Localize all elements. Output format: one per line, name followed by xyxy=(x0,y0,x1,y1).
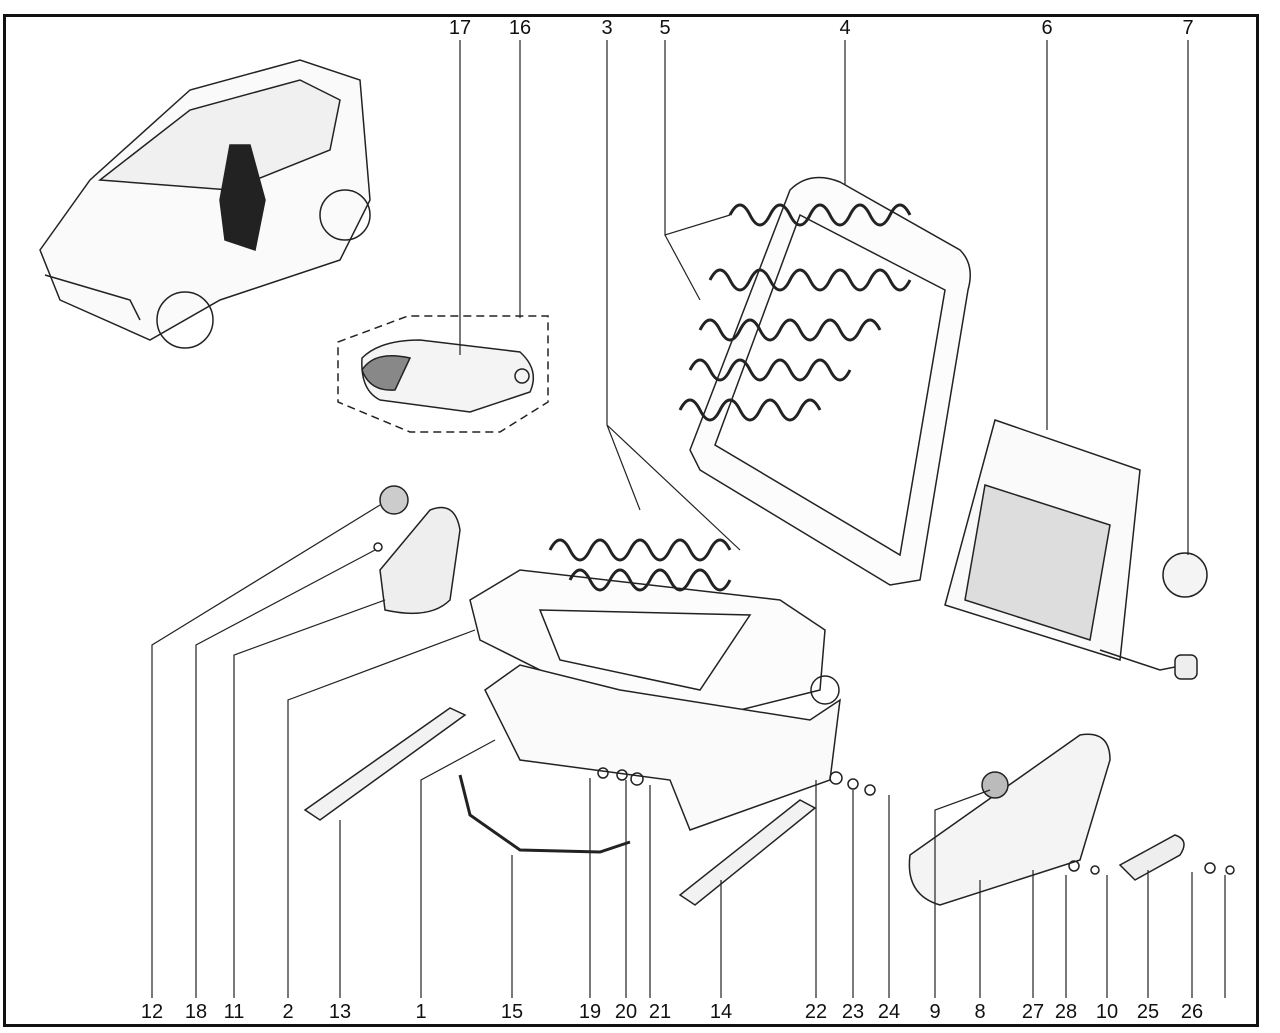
callout-25: 25 xyxy=(1136,1001,1160,1023)
part-8-side-cover xyxy=(908,733,1111,906)
part-10-lever xyxy=(1118,834,1185,881)
callout-10: 10 xyxy=(1095,1001,1119,1023)
fasteners xyxy=(597,767,1235,875)
callout-16: 16 xyxy=(508,17,532,39)
callout-17: 17 xyxy=(448,17,472,39)
part-14-rail xyxy=(678,799,817,906)
part-7-knob xyxy=(1162,552,1208,598)
part-15-bar xyxy=(458,774,631,854)
callout-15: 15 xyxy=(500,1001,524,1023)
callout-27: 27 xyxy=(1021,1001,1045,1023)
callout-23: 23 xyxy=(841,1001,865,1023)
callout-4: 4 xyxy=(839,17,851,39)
part-4-seatback-frame xyxy=(689,176,971,586)
part-11-cover xyxy=(379,506,461,615)
leader-lines xyxy=(151,40,1226,998)
callout-21: 21 xyxy=(648,1001,672,1023)
callout-19: 19 xyxy=(578,1001,602,1023)
callout-5: 5 xyxy=(659,17,671,39)
callout-7: 7 xyxy=(1182,17,1194,39)
part-12-knob xyxy=(379,485,409,515)
part-2-3-cushion-frame xyxy=(469,538,826,721)
callout-13: 13 xyxy=(328,1001,352,1023)
callout-1: 1 xyxy=(415,1001,427,1023)
part-1-base-frame xyxy=(484,664,841,831)
callout-11: 11 xyxy=(223,1001,245,1023)
callout-3: 3 xyxy=(601,17,613,39)
callout-28: 28 xyxy=(1054,1001,1078,1023)
callout-24: 24 xyxy=(877,1001,901,1023)
part-6-heating-mat xyxy=(944,419,1198,680)
callout-9: 9 xyxy=(929,1001,941,1023)
callout-14: 14 xyxy=(709,1001,733,1023)
callout-18: 18 xyxy=(184,1001,208,1023)
part-16-17-heater xyxy=(337,315,549,433)
callout-20: 20 xyxy=(614,1001,638,1023)
callout-6: 6 xyxy=(1041,17,1053,39)
part-13-rail xyxy=(303,707,467,821)
car-thumbnail xyxy=(39,59,371,349)
part-9-switch xyxy=(981,771,1009,799)
part-18-screw xyxy=(373,542,383,552)
callout-26: 26 xyxy=(1180,1001,1204,1023)
callout-22: 22 xyxy=(804,1001,828,1023)
callout-8: 8 xyxy=(974,1001,986,1023)
part-5-springs xyxy=(678,203,912,422)
callout-2: 2 xyxy=(282,1001,294,1023)
callout-12: 12 xyxy=(140,1001,164,1023)
